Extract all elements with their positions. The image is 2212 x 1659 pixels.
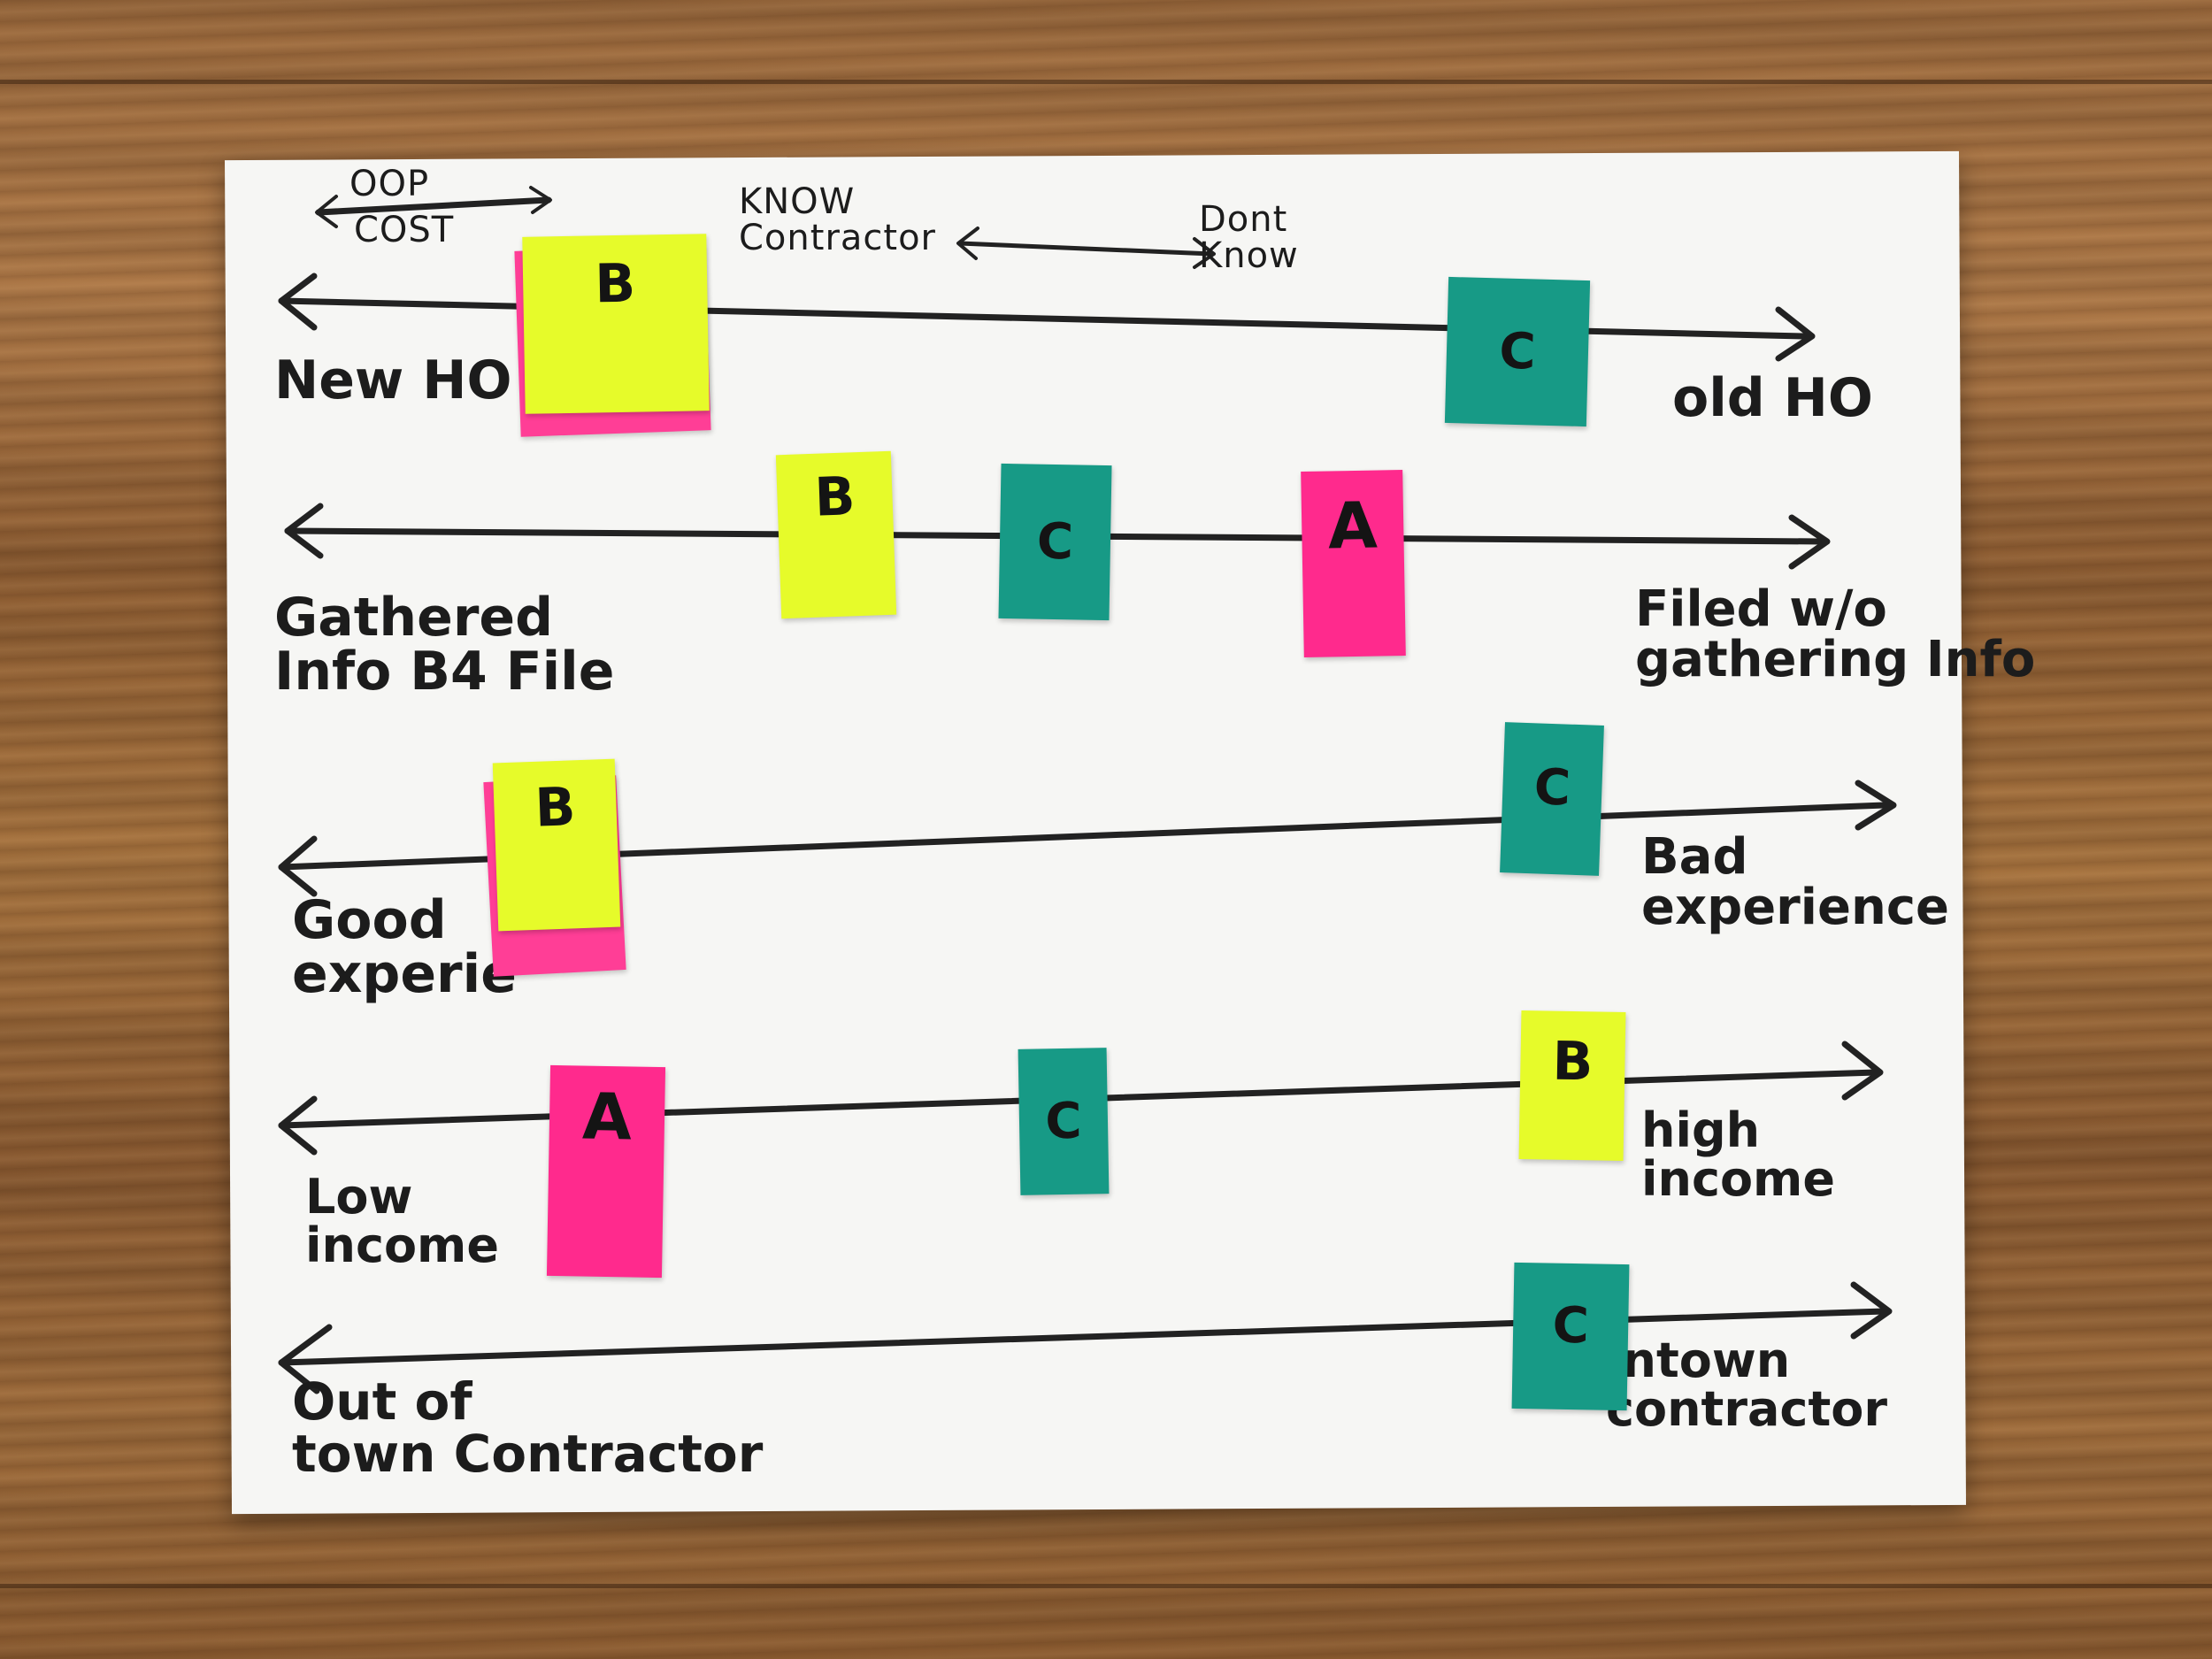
sticky-note[interactable]: B — [1518, 1010, 1626, 1162]
sticky-note[interactable]: C — [1500, 722, 1604, 876]
cost-label: COST — [354, 210, 455, 250]
sticky-note[interactable]: A — [1301, 470, 1406, 657]
right-label: high income — [1641, 1102, 1835, 1208]
sticky-note[interactable]: B — [775, 450, 897, 619]
sticky-note[interactable]: C — [1018, 1048, 1110, 1195]
sticky-note[interactable]: A — [546, 1064, 666, 1279]
left-label: Low income — [305, 1169, 499, 1274]
floor-seam — [0, 80, 2212, 84]
floor-seam — [0, 1584, 2212, 1588]
oop-cost-arrow — [315, 186, 552, 228]
right-label: Filed w/o gathering Info — [1635, 580, 2036, 689]
sticky-note[interactable]: C — [1511, 1262, 1630, 1411]
left-label: Good experie — [292, 889, 517, 1006]
sticky-note[interactable]: B — [522, 234, 710, 414]
dont-know-label: Dont Know — [1199, 199, 1299, 276]
right-label: old HO — [1672, 367, 1873, 429]
right-label: intown contractor — [1606, 1333, 1887, 1438]
left-label: Out of town Contractor — [292, 1371, 764, 1485]
sticky-note[interactable]: C — [1444, 276, 1591, 427]
left-label: Gathered Info B4 File — [274, 587, 615, 703]
left-label: New HO — [274, 349, 512, 411]
sticky-note[interactable]: C — [998, 463, 1112, 621]
sticky-note[interactable]: B — [492, 758, 621, 932]
know-contractor-label: KNOW Contractor — [739, 181, 936, 258]
know-contractor-arrow — [956, 227, 1216, 269]
right-label: Bad experience — [1641, 828, 1950, 937]
oop-label: OOP — [349, 164, 430, 204]
